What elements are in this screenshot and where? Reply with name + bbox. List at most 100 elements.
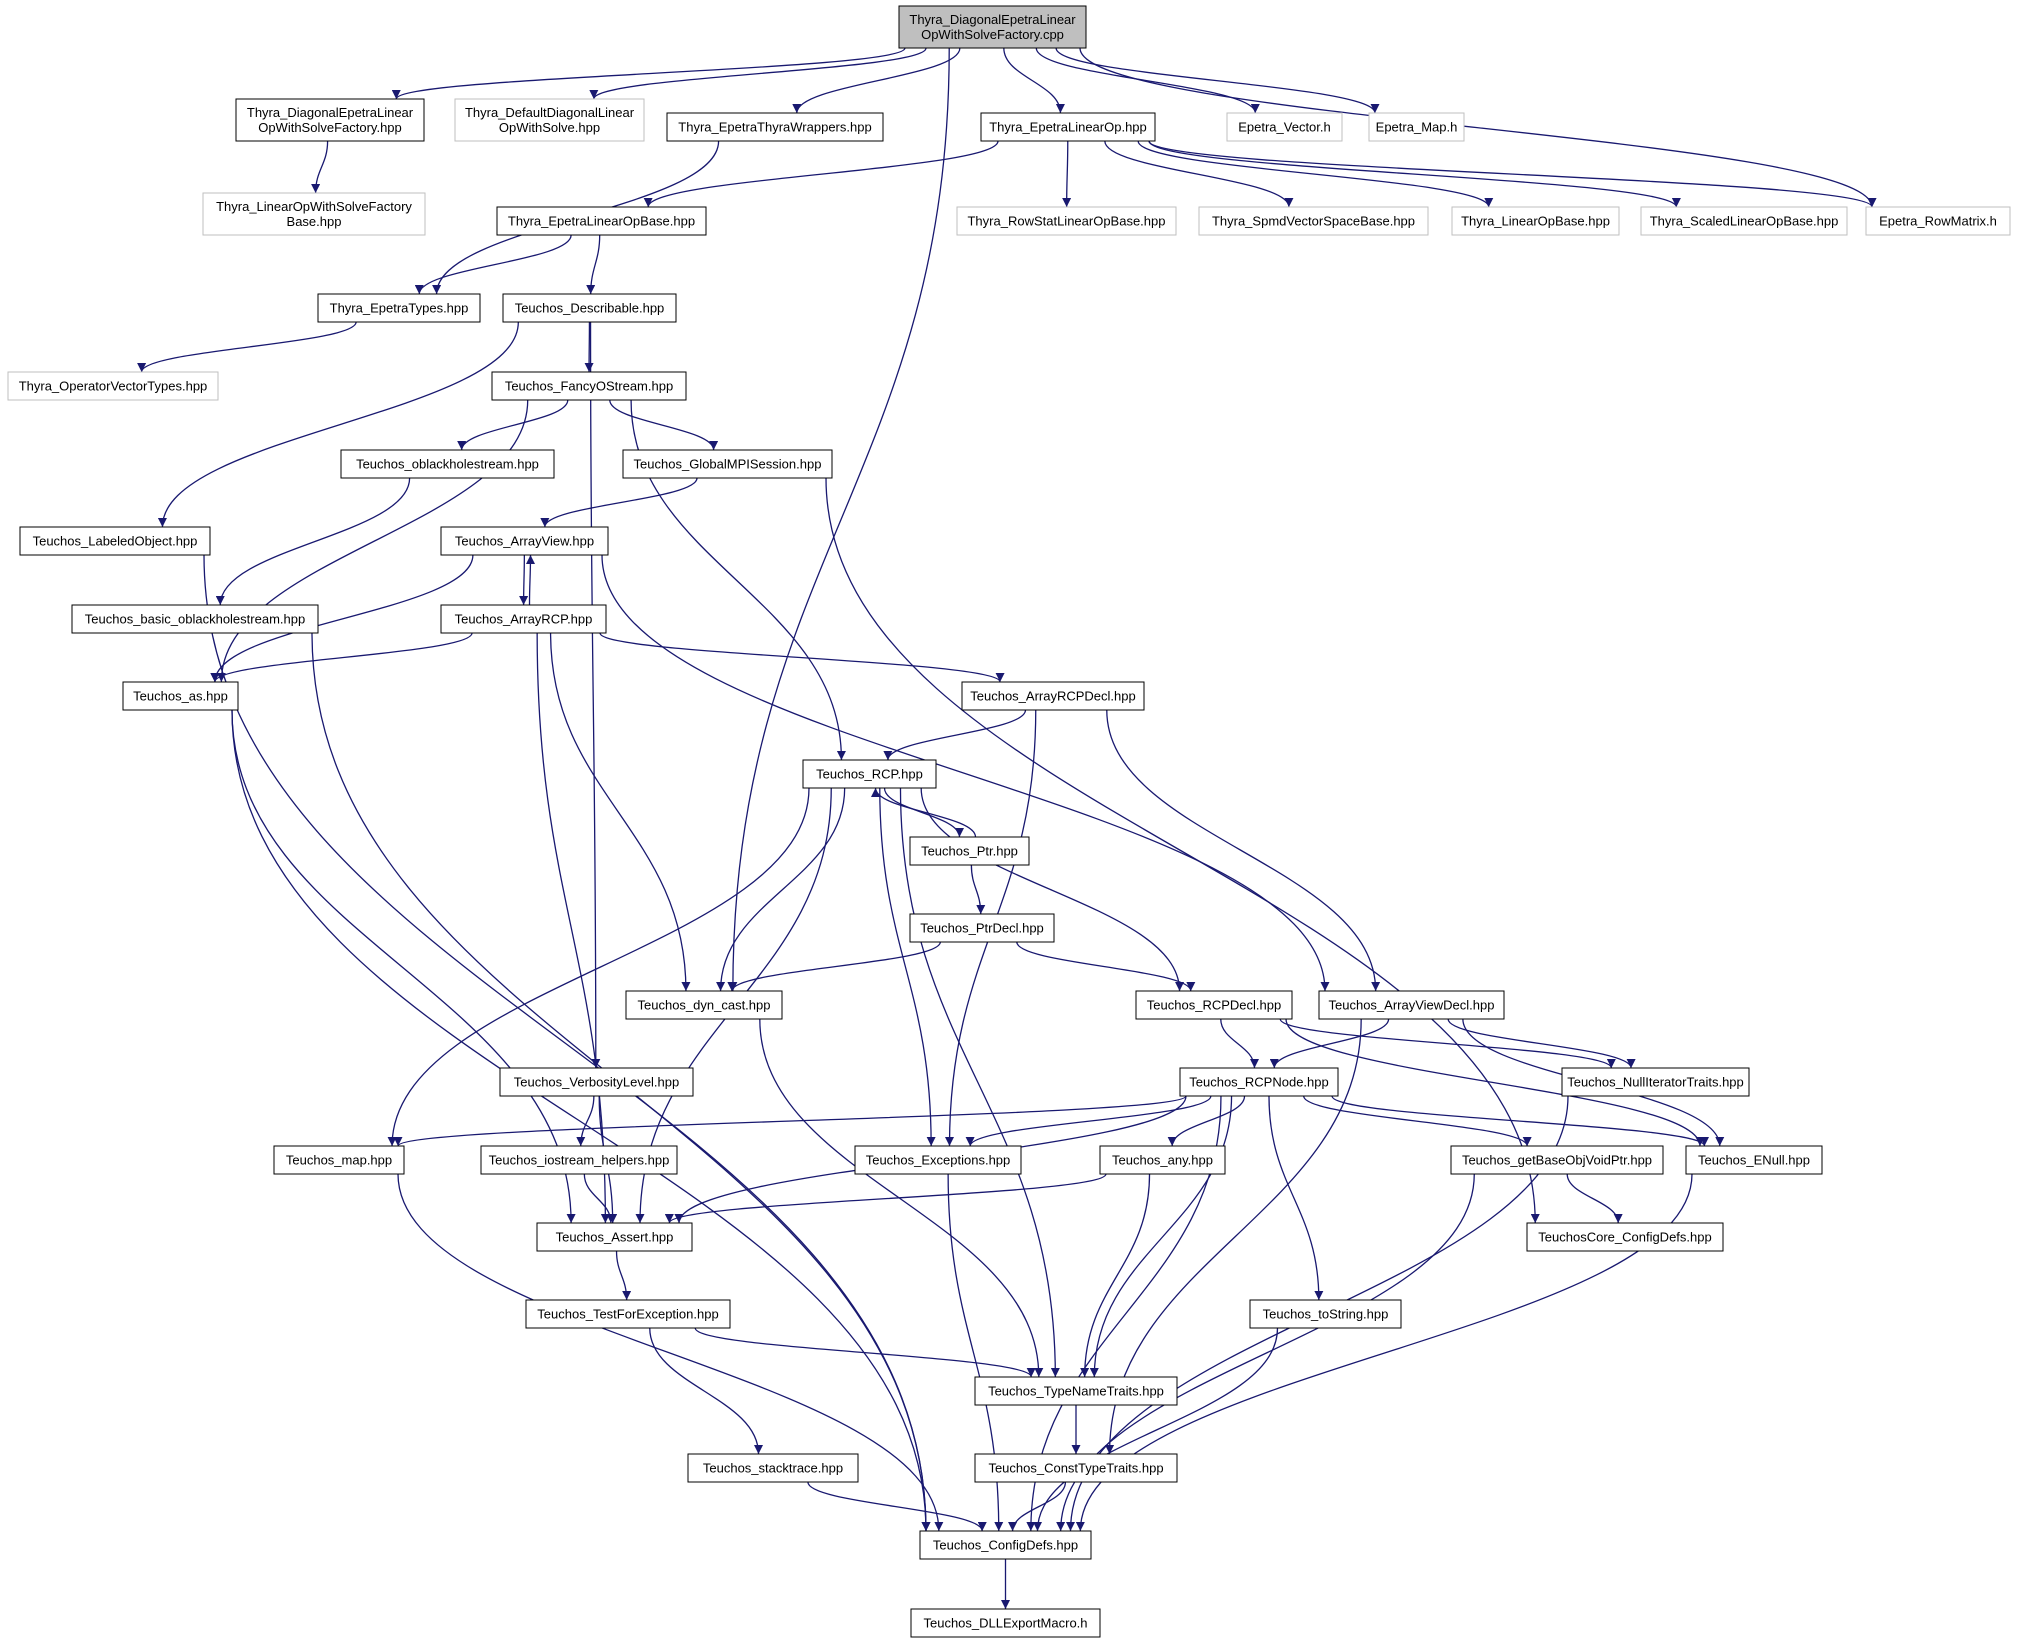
node-epetratypes[interactable]: Thyra_EpetraTypes.hpp <box>317 293 481 323</box>
edge-rcpnode-to-any <box>1167 1095 1246 1147</box>
edge-rcpnode-to-typename <box>1089 1095 1233 1378</box>
edge-arrayview-to-arrayviewdecl <box>601 554 1330 992</box>
node-describable[interactable]: Teuchos_Describable.hpp <box>502 293 677 323</box>
node-box <box>1640 206 1848 236</box>
node-linopbase: Thyra_LinearOpBase.hpp <box>1451 206 1620 236</box>
node-any[interactable]: Teuchos_any.hpp <box>1099 1145 1226 1175</box>
node-label: Teuchos_TypeNameTraits.hpp <box>988 1384 1164 1399</box>
edge-ptr-to-ptrdecl <box>970 864 986 915</box>
node-box <box>802 759 937 789</box>
node-box <box>1865 206 2011 236</box>
edge-rcpdecl-to-rcpnode <box>1220 1018 1259 1069</box>
node-label: Teuchos_map.hpp <box>286 1153 392 1168</box>
node-box <box>919 1530 1092 1560</box>
node-epvector: Epetra_Vector.h <box>1226 112 1343 142</box>
node-box <box>666 112 884 142</box>
edge-arrayviewdecl-to-nulliter <box>1447 1018 1636 1069</box>
node-box <box>536 1222 693 1252</box>
edge-rcpnode-to-exceptions <box>965 1095 1212 1147</box>
edge-root-to-epetralinop <box>1003 47 1065 114</box>
edge-epetralinop-to-rowstat <box>1062 140 1072 208</box>
node-arrayrcp[interactable]: Teuchos_ArrayRCP.hpp <box>440 604 607 634</box>
edge-epetralinop-to-rowmatrix <box>1148 140 1877 208</box>
node-dllexport[interactable]: Teuchos_DLLExportMacro.h <box>910 1608 1101 1638</box>
node-root[interactable]: Thyra_DiagonalEpetraLinearOpWithSolveFac… <box>898 5 1087 49</box>
node-typename[interactable]: Teuchos_TypeNameTraits.hpp <box>974 1376 1178 1406</box>
edge-diagfacthpp-to-lowsfb <box>311 140 329 194</box>
edge-getbase-to-coreconfig <box>1566 1173 1623 1224</box>
node-box <box>854 1145 1022 1175</box>
edge-arrayviewdecl-to-rcpnode <box>1269 1018 1390 1069</box>
edge-rcp-to-rcpdecl <box>920 787 1185 992</box>
edge-epetralinop-to-scaled <box>1148 140 1681 208</box>
node-box <box>525 1299 731 1329</box>
edge-root-to-thyrawrap <box>792 47 961 114</box>
node-enull[interactable]: Teuchos_ENull.hpp <box>1685 1145 1823 1175</box>
node-oblack[interactable]: Teuchos_oblackholestream.hpp <box>340 449 555 479</box>
edge-arrayrcp-to-as <box>210 632 473 683</box>
node-rcpnode[interactable]: Teuchos_RCPNode.hpp <box>1179 1067 1339 1097</box>
node-ptrdecl[interactable]: Teuchos_PtrDecl.hpp <box>909 913 1055 943</box>
node-box <box>491 371 687 401</box>
node-getbase[interactable]: Teuchos_getBaseObjVoidPtr.hpp <box>1450 1145 1664 1175</box>
node-rcp[interactable]: Teuchos_RCP.hpp <box>802 759 937 789</box>
node-arrayviewdecl[interactable]: Teuchos_ArrayViewDecl.hpp <box>1318 990 1505 1020</box>
node-rcpdecl[interactable]: Teuchos_RCPDecl.hpp <box>1135 990 1293 1020</box>
node-stacktrace[interactable]: Teuchos_stacktrace.hpp <box>687 1453 859 1483</box>
node-thyrawrap[interactable]: Thyra_EpetraThyraWrappers.hpp <box>666 112 884 142</box>
node-box <box>909 836 1030 866</box>
node-map[interactable]: Teuchos_map.hpp <box>273 1145 405 1175</box>
node-arrayrcpdecl[interactable]: Teuchos_ArrayRCPDecl.hpp <box>961 681 1145 711</box>
node-label: Teuchos_dyn_cast.hpp <box>638 998 771 1013</box>
edge-arrayview-to-arrayrcp <box>519 554 529 606</box>
node-exceptions[interactable]: Teuchos_Exceptions.hpp <box>854 1145 1022 1175</box>
node-labeled[interactable]: Teuchos_LabeledObject.hpp <box>19 526 211 556</box>
node-dyncast[interactable]: Teuchos_dyn_cast.hpp <box>625 990 783 1020</box>
edge-assert-to-testforexc <box>615 1250 632 1301</box>
edge-as-to-assert <box>231 709 576 1224</box>
node-tostring[interactable]: Teuchos_toString.hpp <box>1249 1299 1402 1329</box>
node-epetralinop[interactable]: Thyra_EpetraLinearOp.hpp <box>980 112 1156 142</box>
node-testforexc[interactable]: Teuchos_TestForException.hpp <box>525 1299 731 1329</box>
node-box <box>687 1453 859 1483</box>
node-label: Teuchos_ArrayViewDecl.hpp <box>1329 998 1495 1013</box>
node-box <box>956 206 1177 236</box>
node-opvectypes: Thyra_OperatorVectorTypes.hpp <box>7 371 219 401</box>
node-box <box>1451 206 1620 236</box>
edge-ptrdecl-to-dyncast <box>727 941 941 992</box>
node-label: Epetra_Vector.h <box>1238 120 1331 135</box>
node-box <box>499 1067 694 1097</box>
node-as[interactable]: Teuchos_as.hpp <box>122 681 239 711</box>
edge-verbosity-to-iostreamhelp <box>576 1095 595 1147</box>
node-arrayview[interactable]: Teuchos_ArrayView.hpp <box>440 526 609 556</box>
node-verbosity[interactable]: Teuchos_VerbosityLevel.hpp <box>499 1067 694 1097</box>
node-label: Teuchos_ConstTypeTraits.hpp <box>988 1461 1163 1476</box>
node-label: Teuchos_DLLExportMacro.h <box>923 1616 1087 1631</box>
node-nulliter[interactable]: Teuchos_NullIteratorTraits.hpp <box>1561 1067 1750 1097</box>
node-box <box>1526 1222 1724 1252</box>
node-label: Teuchos_any.hpp <box>1112 1153 1213 1168</box>
edge-rcp-to-ptr <box>883 787 964 838</box>
node-box <box>980 112 1156 142</box>
node-configdefs[interactable]: Teuchos_ConfigDefs.hpp <box>919 1530 1092 1560</box>
edge-arrayrcp-to-assert <box>536 632 610 1224</box>
node-rowstat: Thyra_RowStatLinearOpBase.hpp <box>956 206 1177 236</box>
edge-arrayrcp-to-arrayrcpdecl <box>599 632 1005 683</box>
node-globalmpi[interactable]: Teuchos_GlobalMPISession.hpp <box>622 449 833 479</box>
node-iostreamhelp[interactable]: Teuchos_iostream_helpers.hpp <box>480 1145 678 1175</box>
node-label: OpWithSolveFactory.cpp <box>921 27 1064 42</box>
node-coreconfig[interactable]: TeuchosCore_ConfigDefs.hpp <box>1526 1222 1724 1252</box>
node-diagfacthpp[interactable]: Thyra_DiagonalEpetraLinearOpWithSolveFac… <box>235 98 425 142</box>
node-consttype[interactable]: Teuchos_ConstTypeTraits.hpp <box>974 1453 1178 1483</box>
node-label: Teuchos_oblackholestream.hpp <box>356 457 539 472</box>
node-box <box>1561 1067 1750 1097</box>
node-fancy[interactable]: Teuchos_FancyOStream.hpp <box>491 371 687 401</box>
node-label: Thyra_RowStatLinearOpBase.hpp <box>967 214 1165 229</box>
node-label: Epetra_RowMatrix.h <box>1879 214 1997 229</box>
node-box <box>235 98 425 142</box>
node-epetralinopbase[interactable]: Thyra_EpetraLinearOpBase.hpp <box>496 206 707 236</box>
node-ptr[interactable]: Teuchos_Ptr.hpp <box>909 836 1030 866</box>
node-assert[interactable]: Teuchos_Assert.hpp <box>536 1222 693 1252</box>
node-basicoblack[interactable]: Teuchos_basic_oblackholestream.hpp <box>71 604 319 634</box>
node-box <box>1179 1067 1339 1097</box>
